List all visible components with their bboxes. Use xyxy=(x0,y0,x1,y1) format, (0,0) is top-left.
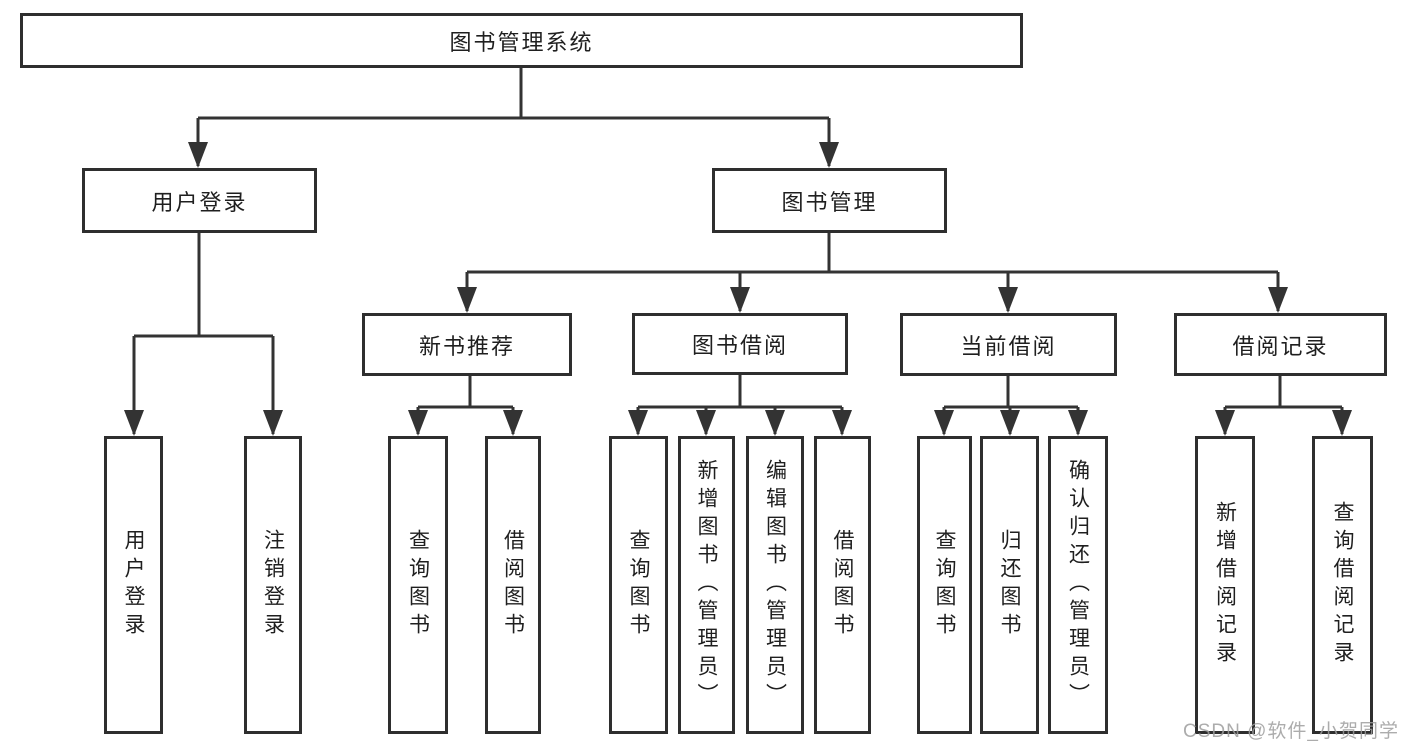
node-label: 确认归还（管理员） xyxy=(1066,459,1090,711)
node-label: 借阅记录 xyxy=(1232,333,1329,359)
leaf-borrow-books-recommend: 借阅图书 xyxy=(485,436,541,734)
leaf-query-books-recommend: 查询图书 xyxy=(388,436,448,734)
node-label: 借阅图书 xyxy=(501,529,525,641)
leaf-query-books-borrowing: 查询图书 xyxy=(609,436,668,734)
node-label: 新书推荐 xyxy=(418,333,515,359)
node-label: 归还图书 xyxy=(998,529,1021,641)
node-label: 借阅图书 xyxy=(831,529,854,641)
node-user-login: 用户登录 xyxy=(82,168,317,233)
leaf-return-books: 归还图书 xyxy=(980,436,1039,734)
node-current-borrowing: 当前借阅 xyxy=(900,313,1117,376)
node-label: 注销登录 xyxy=(261,529,285,641)
node-label: 新增图书（管理员） xyxy=(695,459,718,711)
leaf-confirm-return-admin: 确认归还（管理员） xyxy=(1048,436,1108,734)
node-label: 查询借阅记录 xyxy=(1331,501,1354,669)
leaf-user-login: 用户登录 xyxy=(104,436,163,734)
leaf-add-borrow-record: 新增借阅记录 xyxy=(1195,436,1255,734)
node-label: 编辑图书（管理员） xyxy=(763,459,787,711)
leaf-add-book-admin: 新增图书（管理员） xyxy=(678,436,735,734)
leaf-query-borrow-record: 查询借阅记录 xyxy=(1312,436,1373,734)
node-new-book-recommend: 新书推荐 xyxy=(362,313,572,376)
node-borrowing-records: 借阅记录 xyxy=(1174,313,1387,376)
leaf-borrow-books: 借阅图书 xyxy=(814,436,871,734)
node-label: 图书管理系统 xyxy=(449,29,594,55)
node-label: 查询图书 xyxy=(627,529,650,641)
arrowheads xyxy=(124,142,1352,436)
leaf-logout: 注销登录 xyxy=(244,436,302,734)
node-label: 用户登录 xyxy=(122,529,145,641)
node-label: 图书管理 xyxy=(781,189,878,215)
node-label: 新增借阅记录 xyxy=(1213,501,1237,669)
csdn-watermark: CSDN @软件_小贺同学 xyxy=(1183,721,1399,742)
leaf-edit-book-admin: 编辑图书（管理员） xyxy=(746,436,804,734)
node-label: 图书借阅 xyxy=(691,333,788,358)
node-library-management-system: 图书管理系统 xyxy=(20,13,1023,68)
node-label: 用户登录 xyxy=(151,189,248,215)
node-label: 查询图书 xyxy=(406,529,430,641)
node-label: 当前借阅 xyxy=(960,333,1057,359)
node-label: 查询图书 xyxy=(933,529,956,641)
node-book-management: 图书管理 xyxy=(712,168,947,233)
node-book-borrowing: 图书借阅 xyxy=(632,313,848,375)
leaf-query-books-current: 查询图书 xyxy=(917,436,972,734)
